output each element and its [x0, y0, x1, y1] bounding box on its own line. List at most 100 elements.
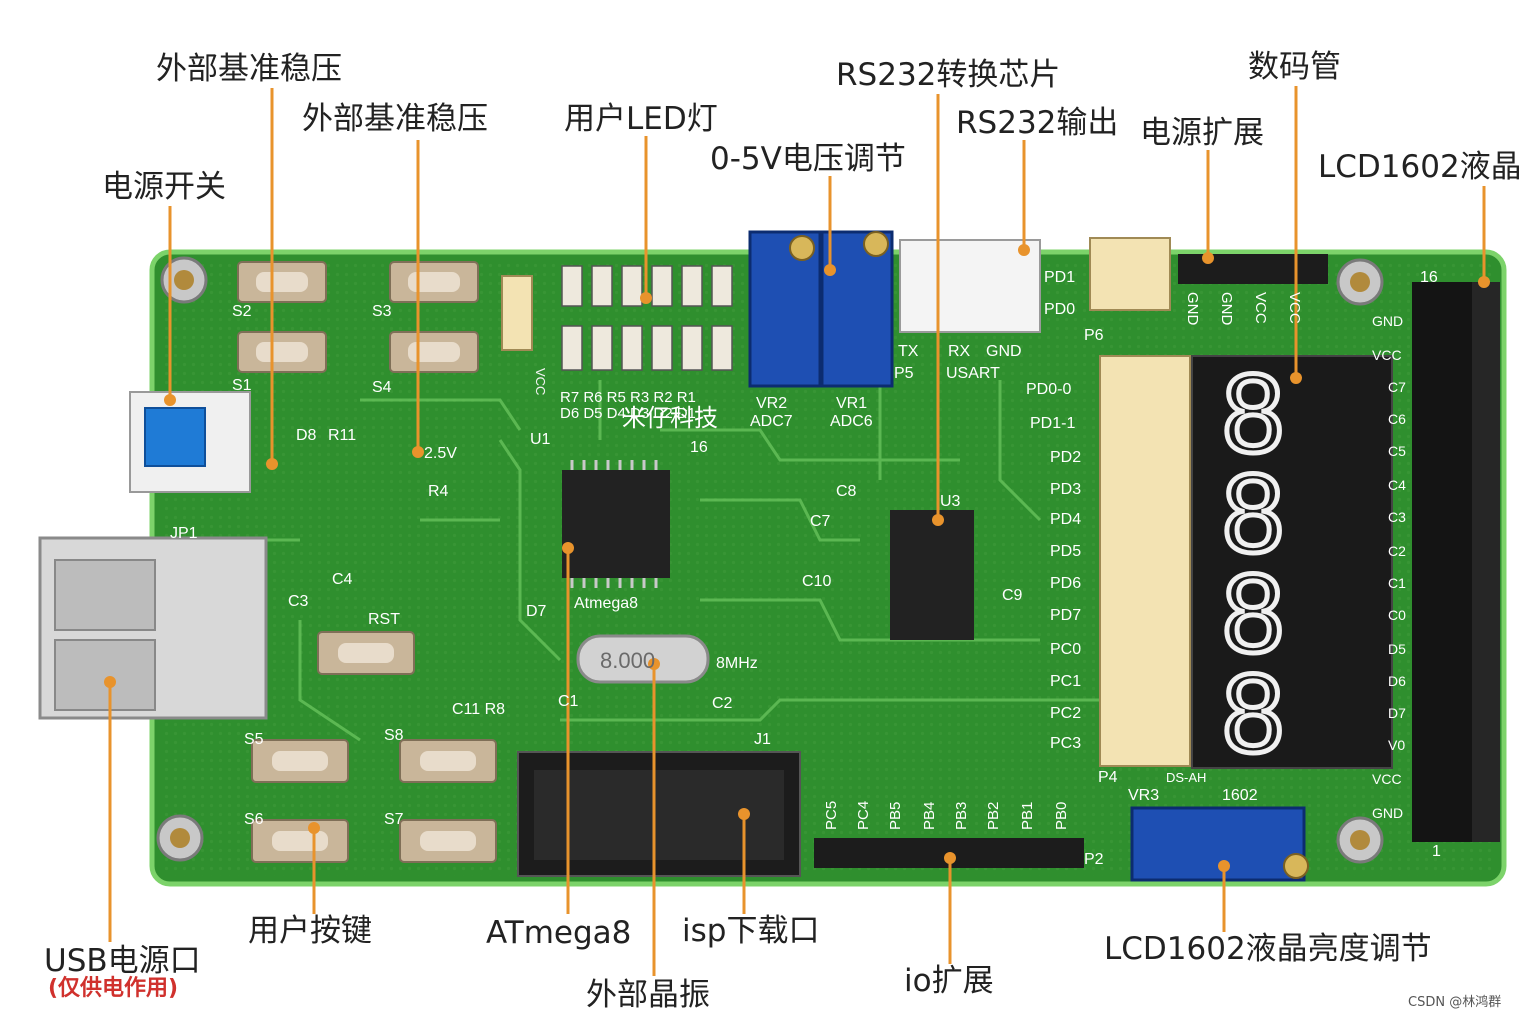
seven-segment-display: [1191, 355, 1393, 769]
lcd-pin-label: C2: [1388, 543, 1406, 559]
label-lcd-brightness: LCD1602液晶亮度调节: [1104, 931, 1432, 967]
jumper-pin-label: PC2: [1050, 705, 1081, 722]
silk-j1: J1: [754, 731, 771, 748]
lcd-pin-label: C0: [1388, 607, 1406, 623]
silk-c9: C9: [1002, 587, 1023, 604]
silk-vr1: VR1: [836, 395, 867, 412]
io-pin-label: PC5: [823, 801, 840, 830]
jumper-pin-label: PD2: [1050, 449, 1081, 466]
silk-c11r8: C11 R8: [452, 701, 505, 718]
potentiometers: [748, 230, 1309, 882]
power-pin-label: GND: [1184, 292, 1201, 326]
lcd-pin-label: C4: [1388, 477, 1406, 493]
silk-p4: P4: [1098, 769, 1118, 786]
silk-d7: D7: [526, 603, 547, 620]
silk-rst: RST: [368, 611, 400, 628]
silk-pd0: PD0: [1044, 301, 1075, 318]
jumper-pin-label: PD6: [1050, 575, 1081, 592]
silk-adc7: ADC7: [750, 413, 793, 430]
mcu-chip: [562, 460, 670, 588]
silk-led-r: R7 R6 R5 R3 R2 R1: [560, 389, 696, 406]
crystal: [576, 634, 710, 684]
silk-ds-ah: DS-AH: [1166, 770, 1206, 785]
silk-u1: U1: [530, 431, 551, 448]
lcd-pin-label: GND: [1372, 805, 1403, 821]
mount-hole-br: [1336, 816, 1384, 864]
lcd-pin-label: C3: [1388, 509, 1406, 525]
pd-jumpers: [1089, 237, 1171, 311]
silk-c7: C7: [810, 513, 831, 530]
power-pin-label: VCC: [1286, 292, 1303, 324]
silk-usart: USART: [946, 365, 1000, 382]
lcd-pin-label: VCC: [1372, 771, 1402, 787]
silk-s4: S4: [372, 379, 392, 396]
silk-c8: C8: [836, 483, 857, 500]
silk-c1: C1: [558, 693, 579, 710]
label-power-switch: 电源开关: [102, 169, 226, 205]
lcd-header: [1412, 282, 1500, 842]
jumper-pin-labels: PD2 PD3 PD4 PD5 PD6 PD7 PC0 PC1 PC2 PC3: [1050, 449, 1081, 752]
io-pin-label: PC4: [855, 801, 872, 830]
silk-c3: C3: [288, 593, 309, 610]
lcd-pin-labels: GND VCC C7 C6 C5 C4 C3 C2 C1 C0 D5 D6 D7…: [1372, 313, 1406, 821]
led-array: [561, 265, 733, 371]
seg-digit: 8: [1222, 351, 1284, 476]
leader-lines: [108, 86, 1486, 976]
uart-connector: [899, 239, 1041, 333]
label-adj-0-5v: 0-5V电压调节: [710, 141, 906, 177]
io-pin-label: PB1: [1019, 802, 1036, 830]
io-pin-label: PB5: [887, 802, 904, 830]
silk-jp1: JP1: [170, 525, 198, 542]
seg-digit: 8: [1222, 551, 1284, 676]
silk-p6: P6: [1084, 327, 1104, 344]
watermark: CSDN @林鸿群: [1408, 995, 1502, 1010]
silk-vcc-jumper: VCC: [533, 368, 548, 395]
io-pin-label: PB4: [921, 802, 938, 830]
jumper-column: [1099, 355, 1191, 767]
pcb-traces: [240, 380, 1100, 742]
silk-brand: 米仔科技: [622, 405, 718, 432]
rs232-chip: [890, 510, 974, 640]
silk-tx: TX: [898, 343, 919, 360]
silk-lcd16: 16: [1420, 269, 1438, 286]
label-rs232-out: RS232输出: [956, 105, 1119, 141]
silk-s5: S5: [244, 731, 264, 748]
silk-s1: S1: [232, 377, 252, 394]
silk-2v5: 2.5V: [424, 445, 457, 462]
label-lcd1602: LCD1602液晶: [1318, 149, 1522, 185]
label-user-led: 用户LED灯: [564, 101, 718, 137]
label-usb-power-note: (仅供电作用): [48, 976, 179, 1001]
silk-s2: S2: [232, 303, 252, 320]
silk-p5: P5: [894, 365, 914, 382]
mount-hole-tr: [1336, 258, 1384, 306]
io-pin-label: PB3: [953, 802, 970, 830]
crystal-value: 8.000: [600, 648, 655, 673]
power-switch: [129, 391, 251, 493]
silk-c4: C4: [332, 571, 353, 588]
silk-pd0-0: PD0-0: [1026, 381, 1071, 398]
io-pin-label: PB2: [985, 802, 1002, 830]
silk-atmega8: Atmega8: [574, 595, 638, 612]
power-pin-header: [1178, 254, 1328, 284]
silk-1602: 1602: [1222, 787, 1258, 804]
lcd-pin-label: GND: [1372, 313, 1403, 329]
jumper-pin-label: PC1: [1050, 673, 1081, 690]
leader-dots: [104, 244, 1490, 872]
jumper-pin-label: PD3: [1050, 481, 1081, 498]
label-power-ext: 电源扩展: [1140, 115, 1264, 151]
power-pin-label: GND: [1218, 292, 1235, 326]
lcd-pin-label: C6: [1388, 411, 1406, 427]
lcd-pin-label: C7: [1388, 379, 1406, 395]
silk-16: 16: [690, 439, 708, 456]
jumper-pin-label: PD5: [1050, 543, 1081, 560]
power-pin-labels: GND GND VCC VCC: [1184, 292, 1303, 326]
io-pin-labels: PC5 PC4 PB5 PB4 PB3 PB2 PB1 PB0: [823, 801, 1070, 830]
silk-rx: RX: [948, 343, 971, 360]
silk-s8: S8: [384, 727, 404, 744]
lcd-pin-label: VCC: [1372, 347, 1402, 363]
io-pin-label: PB0: [1053, 802, 1070, 830]
silk-p2: P2: [1084, 851, 1104, 868]
silk-gnd: GND: [986, 343, 1022, 360]
label-ext-ref-2: 外部基准稳压: [302, 101, 488, 137]
